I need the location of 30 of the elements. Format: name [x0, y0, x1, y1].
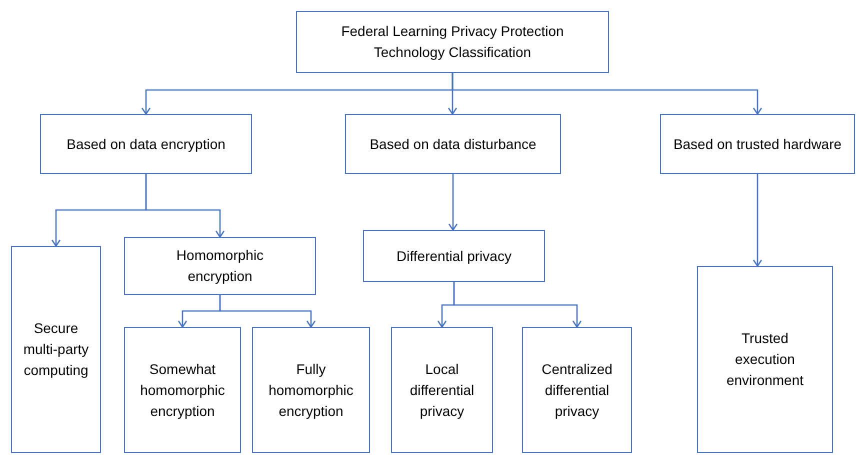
category-box: [296, 11, 609, 73]
box-label: Based on data encryption: [66, 134, 226, 154]
box-label: Fully homomorphic encryption: [268, 360, 354, 421]
category-box: [124, 327, 241, 453]
category-box: [697, 266, 833, 453]
category-box: [11, 246, 101, 453]
box-label: Homomorphic encryption: [175, 246, 265, 286]
arrow: [452, 73, 762, 115]
category-box: [252, 327, 370, 453]
arrow: [219, 295, 316, 328]
arrow: [752, 174, 762, 267]
box-label: Differential privacy: [396, 246, 512, 266]
category-box: [660, 114, 855, 174]
box-label: Based on data disturbance: [370, 134, 536, 154]
arrow: [453, 282, 582, 328]
box-label: Local differential privacy: [408, 360, 476, 421]
category-box: [124, 237, 316, 295]
category-box: [40, 114, 252, 174]
category-box: [363, 230, 545, 282]
box-label: Somewhat homomorphic encryption: [139, 360, 226, 421]
box-label: Secure multi-party computing: [22, 319, 90, 380]
box-label: Trusted execution environment: [725, 329, 805, 390]
box-label: Based on trusted hardware: [673, 134, 842, 154]
box-label: Federal Learning Privacy Protection Technology Classification: [340, 22, 565, 62]
category-box: [391, 327, 493, 453]
arrow: [145, 174, 225, 238]
category-box: [522, 327, 632, 453]
box-label: Centralized differential privacy: [540, 360, 614, 421]
category-box: [345, 114, 561, 174]
arrow: [448, 174, 458, 231]
